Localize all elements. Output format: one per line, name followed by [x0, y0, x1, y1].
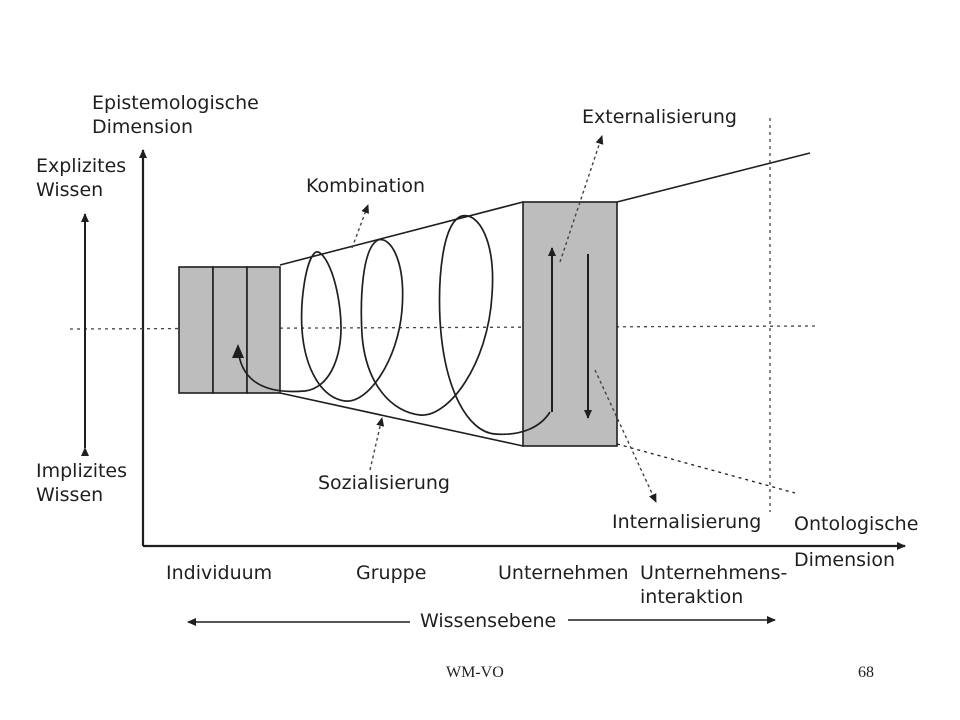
- ontological-dimension-label-2: Dimension: [794, 549, 895, 571]
- level-group-label: Gruppe: [356, 562, 427, 584]
- knowledge-spiral: [237, 214, 551, 436]
- knowledge-level-label: Wissensebene: [420, 610, 557, 632]
- externalization-label: Externalisierung: [582, 106, 737, 128]
- implicit-knowledge-label-2: Wissen: [36, 484, 104, 506]
- level-organization-label: Unternehmen: [498, 562, 629, 584]
- explicit-knowledge-label-2: Wissen: [36, 179, 104, 201]
- individual-block-1: [178, 266, 214, 394]
- cone-top-edge: [279, 201, 524, 266]
- combination-pointer: [351, 204, 369, 249]
- epistemological-dimension-label-1: Epistemologische: [92, 92, 259, 114]
- individual-block-2: [212, 266, 248, 394]
- ontological-dimension-label-1: Ontologische: [794, 513, 919, 535]
- organization-block: [522, 201, 618, 447]
- epistemological-dimension-label-2: Dimension: [92, 116, 193, 138]
- level-individual-label: Individuum: [166, 562, 273, 584]
- footer-page-number: 68: [858, 664, 874, 681]
- cone-bottom-edge: [279, 392, 524, 447]
- implicit-knowledge-label-1: Implizites: [36, 460, 128, 482]
- level-interorganization-label-1: Unternehmens-: [640, 562, 788, 584]
- socialization-pointer: [369, 417, 385, 471]
- footer-course-label: WM-VO: [446, 664, 504, 681]
- spiral-start-arrowhead: [232, 344, 244, 358]
- internalization-label: Internalisierung: [612, 511, 762, 533]
- cone-bottom-extension: [616, 443, 796, 494]
- cone-top-extension: [616, 152, 811, 203]
- combination-label: Kombination: [306, 175, 426, 197]
- explicit-knowledge-label-1: Explizites: [36, 155, 127, 177]
- internalization-pointer: [594, 369, 657, 503]
- externalization-pointer: [559, 135, 604, 263]
- socialization-label: Sozialisierung: [318, 472, 450, 494]
- dotted-midline: [69, 325, 816, 330]
- level-interorganization-label-2: interaktion: [640, 586, 744, 608]
- individual-block-3: [246, 266, 281, 394]
